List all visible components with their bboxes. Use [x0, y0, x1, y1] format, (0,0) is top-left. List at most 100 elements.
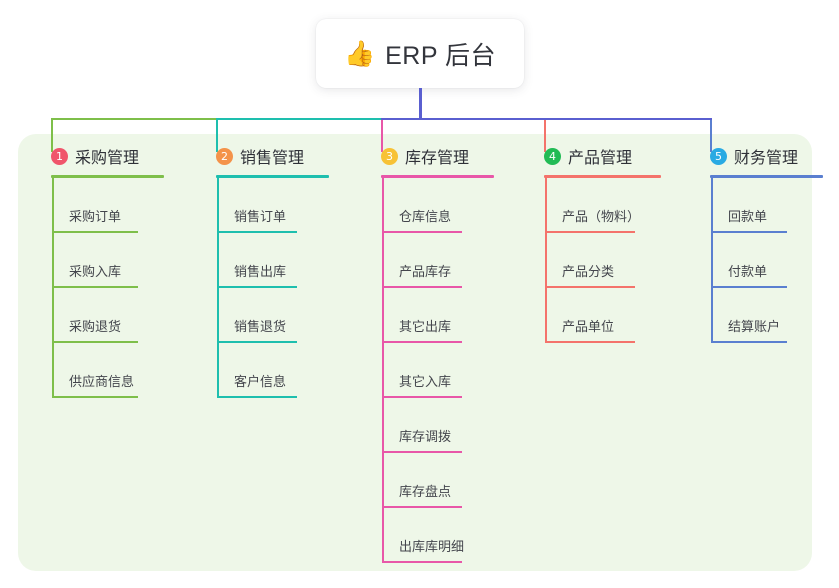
leaf-underline: [52, 341, 138, 343]
leaf-underline: [545, 231, 635, 233]
leaf-label: 销售退货: [234, 319, 287, 334]
leaf-spine-2: [217, 178, 219, 398]
leaf-item[interactable]: 采购入库: [33, 233, 161, 288]
leaf-underline: [217, 396, 297, 398]
leaf-spine-5: [711, 178, 713, 343]
leaf-spine-1: [52, 178, 54, 398]
leaf-spine-4: [545, 178, 547, 343]
leaf-item[interactable]: 产品单位: [526, 288, 646, 343]
leaf-item[interactable]: 结算账户: [692, 288, 810, 343]
branch-badge-4: 4: [544, 147, 561, 165]
branch-underline-4: [544, 175, 661, 178]
branch-drop-line-4: [544, 118, 547, 152]
leaf-item[interactable]: 产品库存: [363, 233, 481, 288]
branch-badge-1: 1: [51, 147, 68, 165]
leaf-item[interactable]: 客户信息: [198, 343, 316, 398]
branch-label-4: 产品管理: [568, 150, 633, 167]
branch-underline-5: [710, 175, 823, 178]
branch-drop-line-3: [381, 118, 384, 152]
leaf-label: 结算账户: [728, 319, 781, 334]
root-node[interactable]: 👍 ERP 后台: [316, 19, 524, 88]
leaf-underline: [52, 231, 138, 233]
leaf-item[interactable]: 产品（物料）: [526, 178, 646, 233]
leaf-item[interactable]: 供应商信息: [33, 343, 161, 398]
bus-indigo: [381, 118, 712, 121]
branch-column-5: 5 财务管理回款单付款单结算账户: [692, 144, 823, 343]
leaf-underline: [382, 561, 462, 563]
leaf-list-4: 产品（物料） 产品分类产品单位: [526, 178, 646, 343]
leaf-item[interactable]: 采购订单: [33, 178, 161, 233]
branch-label-3: 库存管理: [405, 150, 470, 167]
leaf-underline: [52, 396, 138, 398]
leaf-item[interactable]: 回款单: [692, 178, 810, 233]
leaf-label: 出库库明细: [399, 539, 465, 554]
leaf-underline: [711, 231, 787, 233]
leaf-underline: [382, 286, 462, 288]
leaf-item[interactable]: 库存调拨: [363, 398, 481, 453]
bus-green: [51, 118, 217, 121]
branch-drop-line-1: [51, 118, 54, 152]
branch-header-2[interactable]: 2 销售管理: [198, 144, 316, 168]
root-title: ERP 后台: [385, 41, 497, 70]
branch-badge-5: 5: [710, 147, 727, 165]
leaf-item[interactable]: 销售订单: [198, 178, 316, 233]
branch-underline-2: [216, 175, 329, 178]
leaf-spine-3: [382, 178, 384, 563]
bus-teal: [216, 118, 382, 121]
branch-drop-line-5: [710, 118, 713, 152]
root-stem-line: [419, 88, 422, 120]
leaf-item[interactable]: 其它入库: [363, 343, 481, 398]
branch-column-4: 4 产品管理产品（物料） 产品分类产品单位: [526, 144, 661, 343]
leaf-label: 回款单: [728, 209, 768, 224]
leaf-item[interactable]: 付款单: [692, 233, 810, 288]
leaf-underline: [217, 341, 297, 343]
leaf-item[interactable]: 产品分类: [526, 233, 646, 288]
branch-header-1[interactable]: 1 采购管理: [33, 144, 161, 168]
leaf-item[interactable]: 销售退货: [198, 288, 316, 343]
branch-header-4[interactable]: 4 产品管理: [526, 144, 646, 168]
leaf-label: 供应商信息: [69, 374, 135, 389]
branch-drop-line-2: [216, 118, 219, 152]
leaf-underline: [382, 341, 462, 343]
leaf-underline: [711, 286, 787, 288]
branch-column-1: 1 采购管理采购订单采购入库采购退货供应商信息: [33, 144, 164, 398]
leaf-underline: [382, 396, 462, 398]
leaf-item[interactable]: 采购退货: [33, 288, 161, 343]
leaf-underline: [545, 341, 635, 343]
leaf-label: 产品单位: [562, 319, 615, 334]
leaf-list-3: 仓库信息产品库存其它出库其它入库库存调拨库存盘点出库库明细: [363, 178, 481, 563]
branch-label-5: 财务管理: [734, 150, 799, 167]
leaf-item[interactable]: 库存盘点: [363, 453, 481, 508]
branch-header-5[interactable]: 5 财务管理: [692, 144, 810, 168]
leaf-underline: [52, 286, 138, 288]
leaf-underline: [382, 231, 462, 233]
leaf-label: 采购退货: [69, 319, 122, 334]
leaf-label: 采购入库: [69, 264, 122, 279]
leaf-underline: [217, 231, 297, 233]
branch-label-2: 销售管理: [240, 150, 305, 167]
branch-underline-3: [381, 175, 494, 178]
leaf-label: 付款单: [728, 264, 768, 279]
branch-label-1: 采购管理: [75, 150, 140, 167]
diagram-panel: [18, 134, 812, 571]
leaf-label: 销售订单: [234, 209, 287, 224]
branch-badge-2: 2: [216, 147, 233, 165]
leaf-item[interactable]: 销售出库: [198, 233, 316, 288]
branch-column-2: 2 销售管理销售订单销售出库销售退货客户信息: [198, 144, 329, 398]
leaf-label: 采购订单: [69, 209, 122, 224]
branch-badge-3: 3: [381, 147, 398, 165]
leaf-label: 产品分类: [562, 264, 615, 279]
leaf-item[interactable]: 出库库明细: [363, 508, 481, 563]
branch-column-3: 3 库存管理仓库信息产品库存其它出库其它入库库存调拨库存盘点出库库明细: [363, 144, 494, 563]
leaf-underline: [217, 286, 297, 288]
leaf-list-1: 采购订单采购入库采购退货供应商信息: [33, 178, 161, 398]
leaf-label: 库存盘点: [399, 484, 452, 499]
leaf-label: 产品（物料）: [562, 209, 641, 224]
leaf-underline: [382, 506, 462, 508]
leaf-underline: [711, 341, 787, 343]
leaf-label: 库存调拨: [399, 429, 452, 444]
branch-header-3[interactable]: 3 库存管理: [363, 144, 481, 168]
leaf-list-2: 销售订单销售出库销售退货客户信息: [198, 178, 316, 398]
leaf-item[interactable]: 其它出库: [363, 288, 481, 343]
leaf-item[interactable]: 仓库信息: [363, 178, 481, 233]
